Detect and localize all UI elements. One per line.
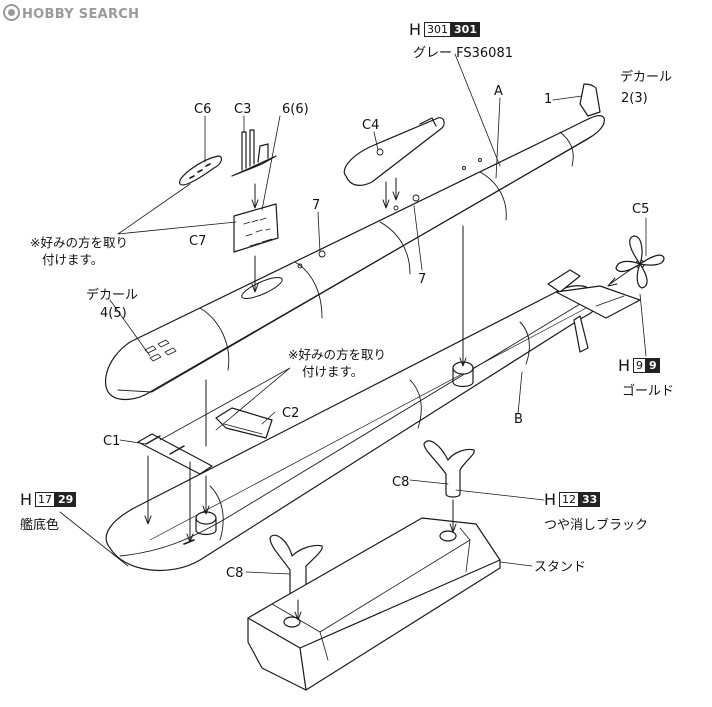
num-6-label: 6(6) [282,102,309,117]
part-b-label: B [514,412,523,427]
flat-prefix: H [544,490,557,509]
stand-label: スタンド [534,560,587,575]
c8a-label: C8 [392,475,410,490]
stand-base [247,517,501,691]
decal-top-label: デカール [620,70,673,85]
flat-code-box: 12 [559,492,580,507]
watermark-text: HOBBY SEARCH [22,7,140,22]
gold-prefix: H [618,356,631,375]
note-optional-2-line2: 付けます。 [302,364,364,379]
num-7a-label: 7 [312,198,321,213]
flat-code-dark: 33 [579,492,601,507]
part-c6 [179,155,223,186]
gold-code-box: 9 [633,358,647,373]
decal-left-label: デカール [86,288,139,303]
num-1: 1 [544,92,553,107]
c8b-label: C8 [226,566,244,581]
gray-code-dark: 301 [451,22,480,37]
part-c2 [215,407,273,439]
lower-hull-b [105,269,641,572]
note-optional-1-line1: ※好みの方を取り [30,235,128,250]
part-c8-lower [269,534,323,598]
c7-label: C7 [189,234,207,249]
part-c1 [137,433,213,475]
flat-name: つや消しブラック [544,518,649,533]
logo-icon [3,4,20,21]
decal-top-num: 2(3) [621,91,648,106]
part-a-label: A [494,84,503,99]
part-c8-upper [423,440,475,498]
note-optional-2-line1: ※好みの方を取り [288,347,386,362]
leader-lines [59,53,647,575]
gray-name: グレー FS36081 [413,46,513,61]
hull-code-dark: 29 [55,492,77,507]
assembly-arrows [144,177,631,621]
hull-prefix: H [20,490,33,509]
gray-prefix: H [409,20,422,39]
decal-left-num: 4(5) [100,306,127,321]
gray-code-box: 301 [424,22,452,37]
c5-label: C5 [632,202,650,217]
c4-label: C4 [362,118,380,133]
gold-name: ゴールド [622,384,675,399]
part-c3 [231,129,277,177]
c6-label: C6 [194,102,212,117]
c1-label: C1 [103,434,121,449]
upper-hull-a [104,83,605,401]
hull-code-box: 17 [35,492,56,507]
c2-label: C2 [282,406,300,421]
part-c5 [615,235,665,289]
c3-label: C3 [234,102,252,117]
part-c7 [233,203,279,253]
hull-name: 艦底色 [20,518,60,533]
note-optional-1-line2: 付けます。 [42,252,104,267]
gold-code-dark: 9 [646,358,660,373]
part-c4 [343,117,445,186]
watermark-logo: HOBBY SEARCH [3,4,139,22]
num-7b-label: 7 [418,272,427,287]
